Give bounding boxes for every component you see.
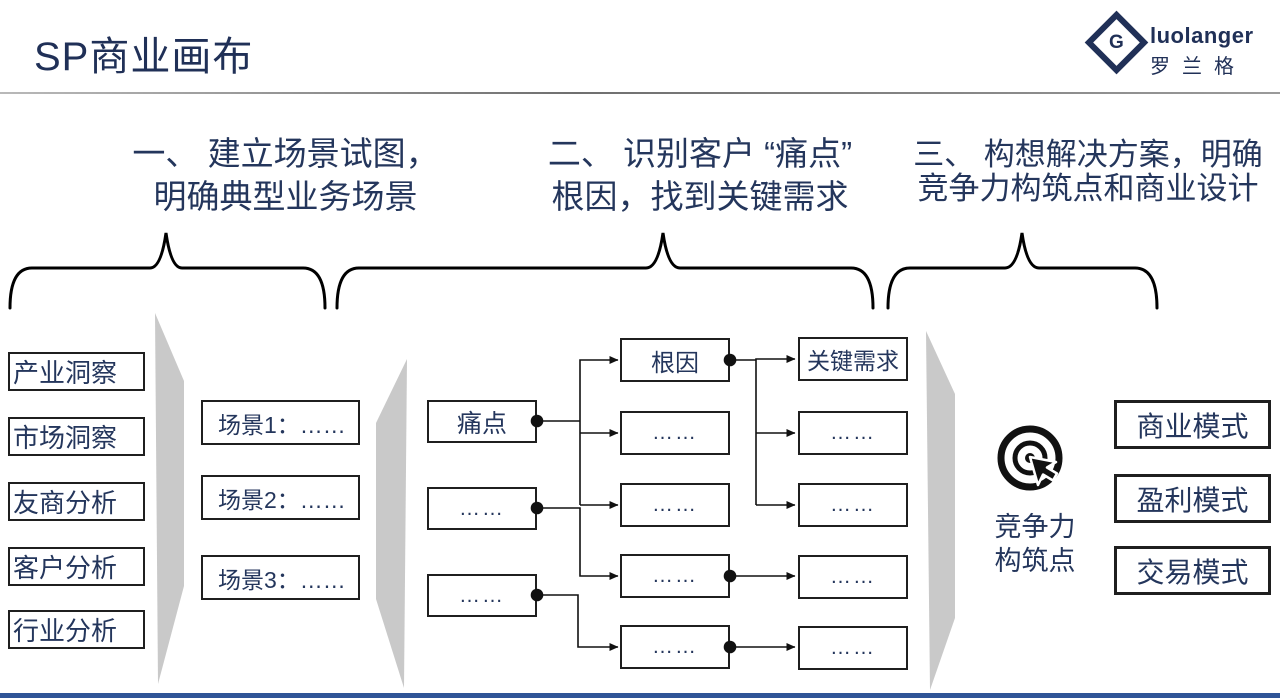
step3-heading-line1: 三、 构想解决方案，明确 xyxy=(913,137,1263,172)
brace-step1 xyxy=(8,232,327,310)
step1-heading-line2: 明确典型业务场景 xyxy=(153,178,418,215)
analysis-box-market-insight: 市场洞察 xyxy=(8,417,145,456)
key-need-box: 关键需求 xyxy=(798,337,908,381)
key-need-box-2: …… xyxy=(798,411,908,455)
competitiveness-label-line1: 竞争力 xyxy=(994,512,1076,542)
key-need-box-4: …… xyxy=(798,555,908,599)
transaction-model-box: 交易模式 xyxy=(1114,546,1271,595)
logo-brand-latin: luolanger xyxy=(1150,23,1254,48)
funnel-ribbon-3 xyxy=(926,331,955,690)
scenario-box-1: 场景1：…… xyxy=(201,400,360,445)
competitiveness-label-line2: 构筑点 xyxy=(994,546,1076,576)
step2-heading: 二、 识别客户 “痛点” 根因，找到关键需求 xyxy=(490,132,910,218)
logo-brand-cn: 罗兰格 xyxy=(1150,56,1246,78)
pain-point-box: 痛点 xyxy=(427,400,537,443)
step1-heading: 一、 建立场景试图， 明确典型业务场景 xyxy=(78,132,493,218)
bottom-accent-bar xyxy=(0,693,1280,698)
company-logo: G luolanger 罗兰格 xyxy=(1084,10,1266,82)
root-cause-box-2: …… xyxy=(620,411,730,455)
analysis-box-sector-analysis: 行业分析 xyxy=(8,610,145,649)
page-title: SP商业画布 xyxy=(34,35,254,79)
root-cause-box-3: …… xyxy=(620,483,730,527)
diamond-g-logo-icon: G xyxy=(1084,10,1149,75)
funnel-ribbon-1 xyxy=(155,313,184,684)
header-divider xyxy=(0,92,1280,94)
step3-heading-line2: 竞争力构筑点和商业设计 xyxy=(917,171,1259,206)
competitiveness-label: 竞争力 构筑点 xyxy=(972,510,1098,578)
analysis-box-industry-insight: 产业洞察 xyxy=(8,352,145,391)
step1-heading-line1: 一、 建立场景试图， xyxy=(132,135,439,172)
analysis-box-customer-analysis: 客户分析 xyxy=(8,547,145,586)
pain-point-box-2: …… xyxy=(427,487,537,530)
brace-step2 xyxy=(335,232,875,310)
key-need-box-3: …… xyxy=(798,483,908,527)
profit-model-box: 盈利模式 xyxy=(1114,474,1271,523)
key-need-box-5: …… xyxy=(798,626,908,670)
target-cursor-icon xyxy=(997,425,1063,491)
pain-to-rootcause-connectors xyxy=(537,356,619,651)
scenario-box-2: 场景2：…… xyxy=(201,475,360,520)
step3-heading: 三、 构想解决方案，明确 竞争力构筑点和商业设计 xyxy=(893,138,1280,206)
scenario-box-3: 场景3：…… xyxy=(201,555,360,600)
root-cause-box: 根因 xyxy=(620,338,730,382)
analysis-box-competitor-analysis: 友商分析 xyxy=(8,482,145,521)
root-cause-box-5: …… xyxy=(620,625,730,669)
funnel-ribbon-2 xyxy=(376,359,407,688)
logo-monogram: G xyxy=(1109,32,1124,53)
brace-step3 xyxy=(886,232,1159,310)
root-cause-box-4: …… xyxy=(620,554,730,598)
pain-point-box-3: …… xyxy=(427,574,537,617)
rootcause-to-keyneed-connectors xyxy=(730,355,796,651)
step2-heading-line1: 二、 识别客户 “痛点” xyxy=(547,135,853,172)
step2-heading-line2: 根因，找到关键需求 xyxy=(551,178,849,215)
business-model-box: 商业模式 xyxy=(1114,400,1271,449)
